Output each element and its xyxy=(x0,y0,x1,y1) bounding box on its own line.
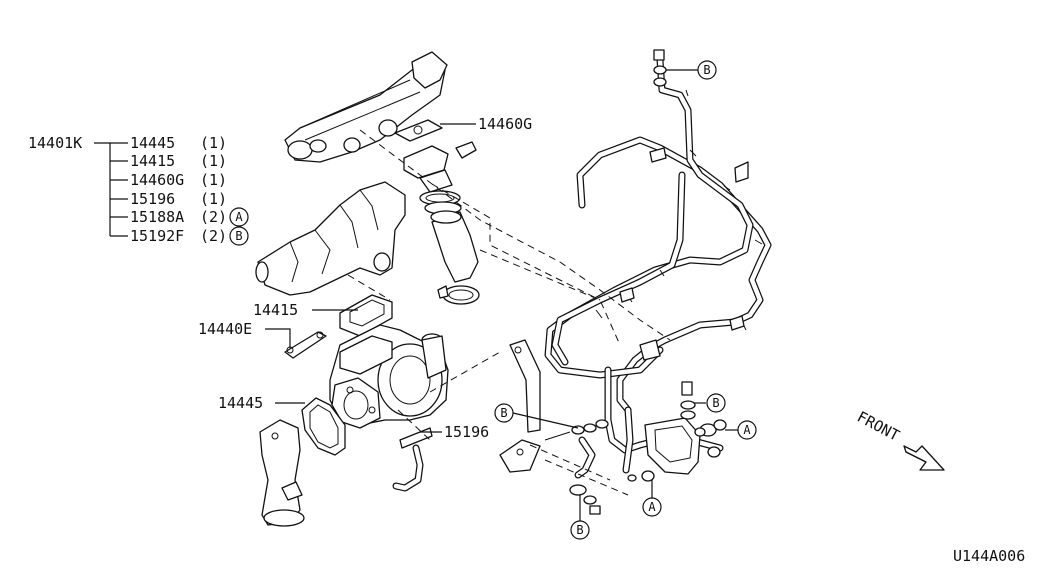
front-arrow-icon xyxy=(903,445,945,471)
callout-14440e: 14440E xyxy=(198,320,252,338)
legend-assembly-number: 14401K xyxy=(28,134,82,152)
clamp-lower xyxy=(437,285,480,305)
legend-item-qty: (1) xyxy=(200,171,227,189)
diagram-id: U144A006 xyxy=(953,547,1025,565)
legend-item-qty: (1) xyxy=(200,190,227,208)
callout-14460g: 14460G xyxy=(478,115,532,133)
bracket-14440e xyxy=(284,331,327,359)
ref-letter: B xyxy=(500,406,507,420)
exhaust-manifold xyxy=(255,181,406,296)
ref-circle-icon xyxy=(494,403,514,423)
legend-ref-letter: B xyxy=(235,229,242,243)
ref-circle-icon xyxy=(737,420,757,440)
ref-letter: B xyxy=(576,523,583,537)
legend-item-part: 15196 xyxy=(130,190,175,208)
ref-circle-icon xyxy=(229,207,249,227)
gasket-14460g xyxy=(394,119,477,193)
ref-letter: B xyxy=(712,396,719,410)
legend-ref-letter: A xyxy=(235,210,243,224)
front-label: FRONT xyxy=(854,408,902,445)
gasket-14415 xyxy=(339,294,393,337)
oil-pipe-15196 xyxy=(392,427,433,492)
ref-letter: A xyxy=(743,423,751,437)
ref-letter: B xyxy=(703,63,710,77)
bolts-washers xyxy=(544,49,727,515)
parts-legend: 14401K 14445 (1) 14415 (1) 14460G (1) 15… xyxy=(28,134,249,246)
legend-item-part: 15188A xyxy=(130,208,184,226)
reference-markers: B B A B A B xyxy=(494,60,757,540)
legend-item-qty: (2) xyxy=(200,227,227,245)
legend-item-qty: (2) xyxy=(200,208,227,226)
ref-circle-icon xyxy=(570,520,590,540)
upper-manifold xyxy=(284,51,448,163)
bracket-lower xyxy=(499,439,541,473)
ref-circle-icon xyxy=(642,497,662,517)
pipe-bracket xyxy=(509,339,541,433)
legend-item-qty: (1) xyxy=(200,134,227,152)
legend-item-part: 14460G xyxy=(130,171,184,189)
turbocharger xyxy=(329,324,449,429)
legend-item-qty: (1) xyxy=(200,152,227,170)
ref-letter: A xyxy=(648,500,656,514)
legend-item-part: 15192F xyxy=(130,227,184,245)
hose-network xyxy=(544,56,772,479)
assembly-guide-lines xyxy=(347,129,671,496)
ref-circle-icon xyxy=(229,226,249,246)
legend-item-part: 14445 xyxy=(130,134,175,152)
callout-15196: 15196 xyxy=(444,423,489,441)
clamp-upper xyxy=(419,190,462,215)
callout-14445: 14445 xyxy=(218,394,263,412)
exhaust-outlet-pipe xyxy=(259,419,305,527)
ref-circle-icon xyxy=(697,60,717,80)
gasket-14445 xyxy=(301,397,346,456)
ref-circle-icon xyxy=(706,393,726,413)
callouts: 14460G 14415 14440E 14445 15196 xyxy=(198,115,532,441)
front-direction-indicator: FRONT xyxy=(854,408,945,471)
callout-14415: 14415 xyxy=(253,301,298,319)
intake-duct xyxy=(430,210,479,283)
legend-item-part: 14415 xyxy=(130,152,175,170)
